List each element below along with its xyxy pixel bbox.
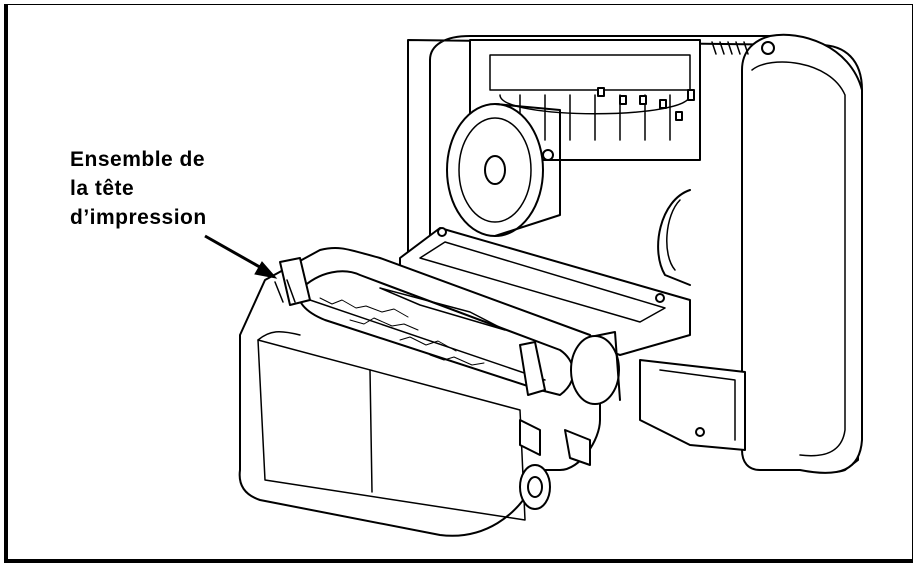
left-latch xyxy=(279,257,311,306)
callout-line-2: la tête xyxy=(70,177,135,200)
media-spool-right xyxy=(657,189,691,286)
roller-end-cap xyxy=(570,335,620,405)
printer-side-panel xyxy=(741,33,863,474)
callout-arrow xyxy=(204,234,278,279)
callout-line-1: Ensemble de xyxy=(70,148,206,171)
printhead-assembly-label: Ensemble de la tête d’impression xyxy=(70,145,207,232)
lower-mechanism xyxy=(639,359,746,451)
right-latch xyxy=(519,341,546,396)
front-panel xyxy=(257,339,526,521)
callout-line-3: d’impression xyxy=(70,206,207,229)
